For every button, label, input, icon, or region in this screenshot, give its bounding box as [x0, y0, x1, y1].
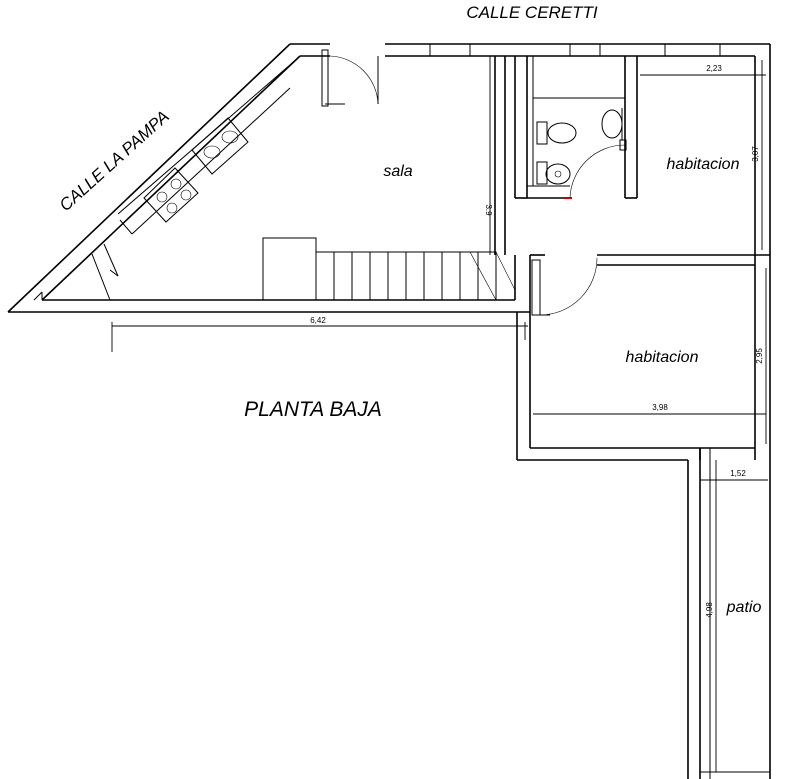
dim-patio-depth: 4,98: [705, 602, 714, 618]
stove-icon: [143, 167, 199, 223]
room-label-habitacion-2: habitacion: [626, 349, 699, 366]
bathroom-fixtures: [536, 108, 623, 199]
dim-hab1-depth: 3,07: [751, 146, 760, 162]
dim-hab2-depth: 2,95: [755, 348, 764, 364]
room-label-habitacion-1: habitacion: [667, 156, 740, 173]
cabinet-icon: [33, 243, 119, 301]
staircase: [262, 237, 516, 301]
dim-hab2-width: 3,98: [652, 403, 668, 412]
plan-title: PLANTA BAJA: [244, 398, 382, 421]
kitchen-counter: [33, 87, 291, 301]
interior-walls: [494, 56, 770, 266]
bidet-icon: [536, 161, 571, 185]
room-label-sala: sala: [383, 163, 412, 180]
dim-patio-width: 1,52: [730, 469, 746, 478]
dim-sala-depth: 3.9: [484, 204, 493, 216]
doors: [321, 49, 627, 316]
dim-hab1-width: 2,23: [706, 64, 722, 73]
dim-sala-width: 6,42: [310, 316, 326, 325]
street-label-diagonal: CALLE LA PAMPA: [56, 107, 173, 215]
washbasin-icon: [601, 108, 623, 140]
toilet-icon: [536, 121, 577, 145]
sink-icon: [191, 117, 249, 175]
street-label-top: CALLE CERETTI: [466, 3, 598, 22]
room-label-patio: patio: [726, 599, 762, 616]
dimension-lines: [111, 56, 768, 772]
